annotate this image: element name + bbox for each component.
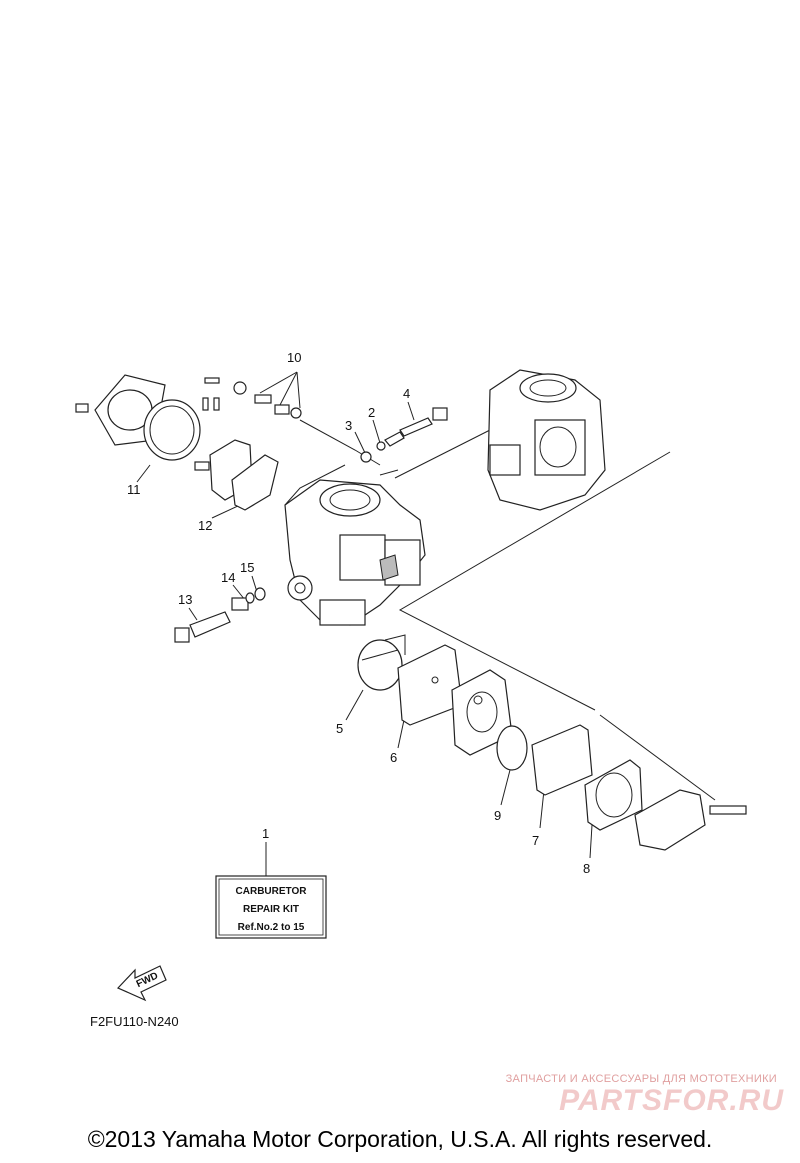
callout-9: 9	[494, 808, 501, 823]
needle-assembly	[174, 587, 266, 643]
small-pins	[202, 377, 302, 419]
gasket-6	[397, 644, 463, 726]
gasket-ring-5	[357, 634, 406, 691]
carburetor-body-rear	[487, 369, 606, 511]
diaphragm-cover	[75, 374, 201, 461]
callout-8: 8	[583, 861, 590, 876]
callout-labels: 1 2 3 4 5 6 7 8 9 10 11 12 13 14 15	[127, 350, 590, 876]
callout-4: 4	[403, 386, 410, 401]
callout-11: 11	[127, 482, 141, 497]
kit-line-3: Ref.No.2 to 15	[238, 922, 305, 933]
callout-3: 3	[345, 418, 352, 433]
callout-7: 7	[532, 833, 539, 848]
watermark-subtitle: ЗАПЧАСТИ И АКСЕССУАРЫ ДЛЯ МОТОТЕХНИКИ	[506, 1073, 777, 1085]
watermark-brand: PARTSFOR.RU	[559, 1084, 784, 1117]
gasket-8	[584, 759, 643, 831]
repair-kit-box: CARBURETOR REPAIR KIT Ref.No.2 to 15	[215, 875, 327, 939]
callout-10: 10	[287, 350, 301, 365]
callout-2: 2	[368, 405, 375, 420]
callout-1: 1	[262, 826, 269, 841]
copyright-notice: ©2013 Yamaha Motor Corporation, U.S.A. A…	[87, 1126, 713, 1152]
jet-screws	[360, 407, 448, 463]
carburetor-body	[284, 479, 426, 626]
watermark: ЗАПЧАСТИ И АКСЕССУАРЫ ДЛЯ МОТОТЕХНИКИ PA…	[506, 1073, 784, 1117]
kit-line-1: CARBURETOR	[236, 886, 308, 897]
diagram-code: F2FU110-N240	[90, 1014, 179, 1029]
callout-13: 13	[178, 592, 192, 607]
o-ring-9	[496, 725, 528, 771]
dashed-leaders	[284, 419, 716, 801]
kit-line-2: REPAIR KIT	[243, 904, 299, 915]
callout-12: 12	[198, 518, 212, 533]
callout-14: 14	[221, 570, 235, 585]
gasket-7	[531, 724, 593, 796]
pump-cover	[194, 439, 279, 511]
callout-5: 5	[336, 721, 343, 736]
callout-leaders	[136, 371, 593, 876]
fwd-arrow: FWD	[116, 965, 167, 1002]
callout-6: 6	[390, 750, 397, 765]
callout-15: 15	[240, 560, 254, 575]
end-cover	[634, 789, 747, 851]
